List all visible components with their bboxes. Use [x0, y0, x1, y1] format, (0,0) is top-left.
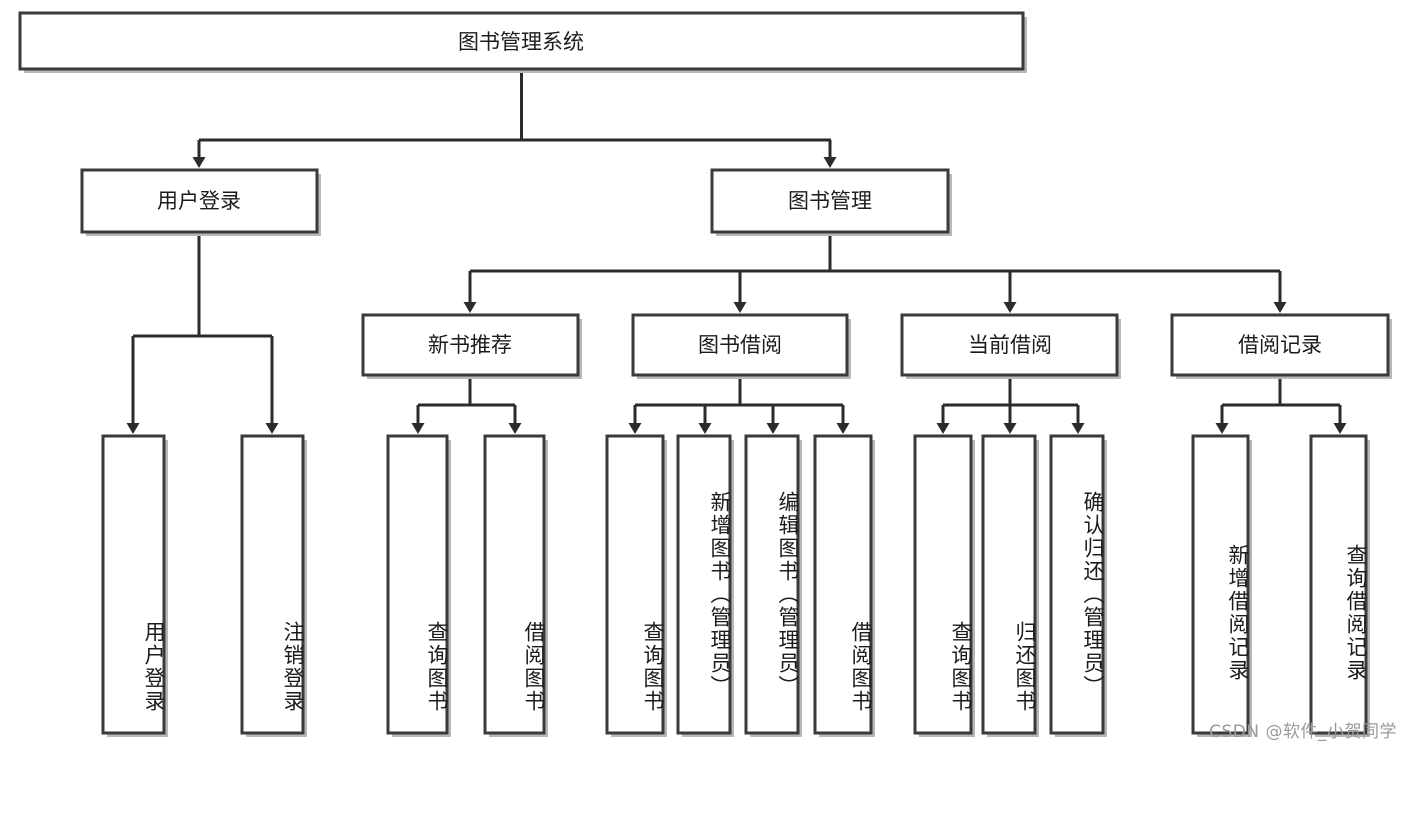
- node-leaf-edit-book[interactable]: [744, 434, 802, 737]
- node-leaf-query-book-3-box: [913, 434, 973, 735]
- node-book-borrow[interactable]: 图书借阅: [631, 313, 851, 379]
- node-leaf-query-record-box: [1309, 434, 1368, 735]
- node-new-book-rec[interactable]: 新书推荐: [361, 313, 582, 379]
- node-leaf-user-logout[interactable]: [240, 434, 307, 737]
- node-book-borrow-box: [631, 313, 849, 377]
- node-leaf-query-record[interactable]: [1309, 434, 1370, 737]
- node-leaf-edit-book-box: [744, 434, 800, 735]
- connector-group-book-borrow: [628, 375, 850, 434]
- node-leaf-return-book-box: [981, 434, 1037, 735]
- node-leaf-user-login[interactable]: [101, 434, 168, 737]
- node-leaf-query-book-1[interactable]: [386, 434, 451, 737]
- node-leaf-user-login-box: [101, 434, 166, 735]
- node-borrow-record[interactable]: 借阅记录: [1170, 313, 1392, 379]
- node-leaf-query-book-1-box: [386, 434, 449, 735]
- connector-group-root: [192, 69, 837, 168]
- node-leaf-borrow-book-2-box: [813, 434, 873, 735]
- connector-group-current-borrow: [936, 375, 1085, 434]
- flowchart-svg: 图书管理系统 用户登录 图书管理 新书推荐 图书借阅 当前借阅: [18, 11, 1392, 737]
- node-leaf-query-book-2[interactable]: [605, 434, 667, 737]
- node-root-label: 图书管理系统: [458, 30, 584, 54]
- node-leaf-borrow-book-1[interactable]: [483, 434, 548, 737]
- node-book-manage[interactable]: 图书管理: [710, 168, 952, 236]
- node-book-manage-label: 图书管理: [788, 189, 872, 213]
- node-current-borrow[interactable]: 当前借阅: [900, 313, 1121, 379]
- node-user-login-box: [80, 168, 319, 234]
- node-leaf-borrow-book-1-box: [483, 434, 546, 735]
- node-borrow-record-label: 借阅记录: [1238, 333, 1322, 357]
- connector-group-borrow-record: [1215, 375, 1347, 434]
- node-leaf-add-book[interactable]: [676, 434, 734, 737]
- node-leaf-confirm-return-box: [1049, 434, 1105, 735]
- node-current-borrow-label: 当前借阅: [968, 333, 1052, 357]
- node-leaf-add-record[interactable]: [1191, 434, 1252, 737]
- csdn-watermark: CSDN @软件_小贺同学: [1209, 722, 1397, 742]
- node-root[interactable]: 图书管理系统: [18, 11, 1027, 73]
- node-leaf-query-book-2-box: [605, 434, 665, 735]
- node-new-book-rec-box: [361, 313, 580, 377]
- connector-group-book-manage: [463, 232, 1287, 313]
- node-user-login-label: 用户登录: [157, 189, 241, 213]
- node-leaf-query-book-3[interactable]: [913, 434, 975, 737]
- node-book-manage-box: [710, 168, 950, 234]
- node-leaf-confirm-return[interactable]: [1049, 434, 1107, 737]
- node-leaf-add-record-box: [1191, 434, 1250, 735]
- node-root-box: [18, 11, 1025, 71]
- node-current-borrow-box: [900, 313, 1119, 377]
- node-leaf-user-logout-box: [240, 434, 305, 735]
- node-borrow-record-box: [1170, 313, 1390, 377]
- node-leaf-borrow-book-2[interactable]: [813, 434, 875, 737]
- connector-group-user-login: [126, 232, 279, 434]
- node-leaf-return-book[interactable]: [981, 434, 1039, 737]
- node-leaf-add-book-box: [676, 434, 732, 735]
- node-new-book-rec-label: 新书推荐: [428, 333, 512, 357]
- connector-group-new-book-rec: [411, 375, 522, 434]
- flowchart-canvas: 图书管理系统 用户登录 图书管理 新书推荐 图书借阅 当前借阅: [18, 11, 1397, 742]
- node-book-borrow-label: 图书借阅: [698, 333, 782, 357]
- node-user-login[interactable]: 用户登录: [80, 168, 321, 236]
